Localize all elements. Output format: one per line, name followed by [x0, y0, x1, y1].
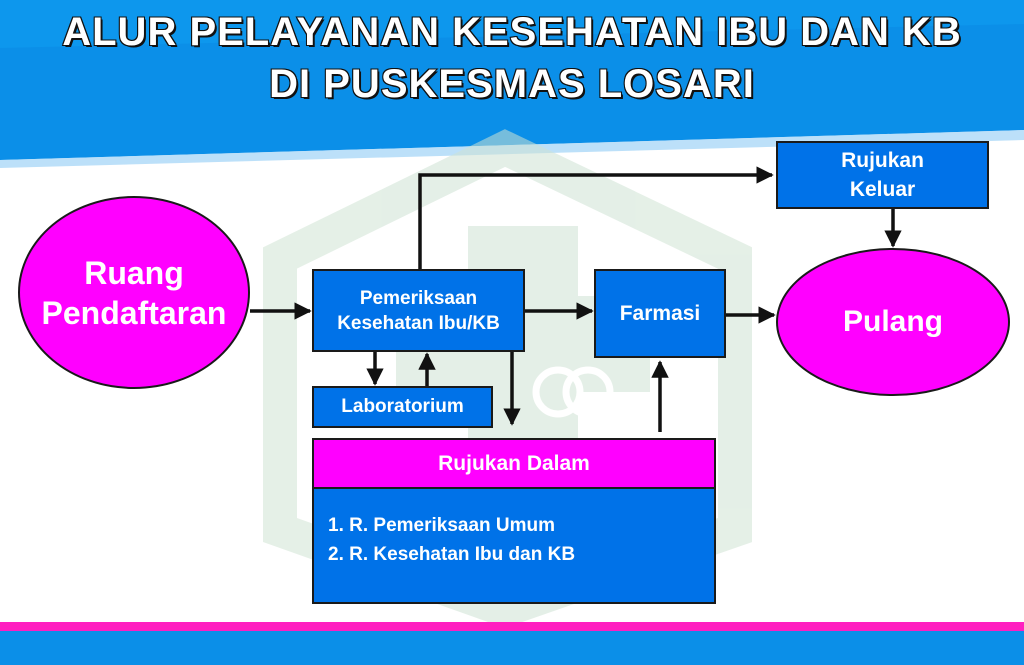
node-farmasi: Farmasi	[594, 269, 726, 358]
node-laboratorium: Laboratorium	[312, 386, 493, 428]
node-rujukan-keluar: Rujukan Keluar	[776, 141, 989, 209]
node-rujukan-keluar-label-line-1: Rujukan	[841, 149, 924, 172]
node-pulang: Pulang	[776, 248, 1010, 396]
node-pemeriksaan-kesehatan: Pemeriksaan Kesehatan Ibu/KB	[312, 269, 525, 352]
rujukan-dalam-list: 1. R. Pemeriksaan Umum 2. R. Kesehatan I…	[314, 489, 714, 569]
node-pemeriksaan-label-line-1: Pemeriksaan	[359, 287, 478, 309]
node-rujukan-keluar-label-line-2: Keluar	[849, 178, 916, 201]
node-farmasi-label: Farmasi	[619, 301, 701, 325]
arrow-pemeriksaan-to-rujukan-keluar	[418, 166, 774, 269]
list-item: 2. R. Kesehatan Ibu dan KB	[328, 544, 576, 565]
node-pemeriksaan-label-line-2: Kesehatan Ibu/KB	[337, 312, 500, 334]
node-ruang-label-line-1: Ruang	[84, 254, 184, 291]
list-item: 1. R. Pemeriksaan Umum	[328, 515, 556, 536]
page-title-line-2: DI PUSKESMAS LOSARI	[268, 61, 755, 107]
flow-arrows	[250, 166, 902, 432]
node-laboratorium-label: Laboratorium	[341, 396, 464, 417]
page-title-line-1: ALUR PELAYANAN KESEHATAN IBU DAN KB	[61, 9, 962, 55]
node-ruang-label-line-2: Pendaftaran	[41, 294, 227, 331]
footer-band	[0, 622, 1024, 665]
node-pulang-label: Pulang	[842, 305, 943, 338]
node-ruang-pendaftaran: Ruang Pendaftaran	[18, 196, 250, 389]
rujukan-dalam-header: Rujukan Dalam	[314, 440, 714, 489]
node-rujukan-dalam: Rujukan Dalam 1. R. Pemeriksaan Umum 2. …	[312, 438, 716, 604]
